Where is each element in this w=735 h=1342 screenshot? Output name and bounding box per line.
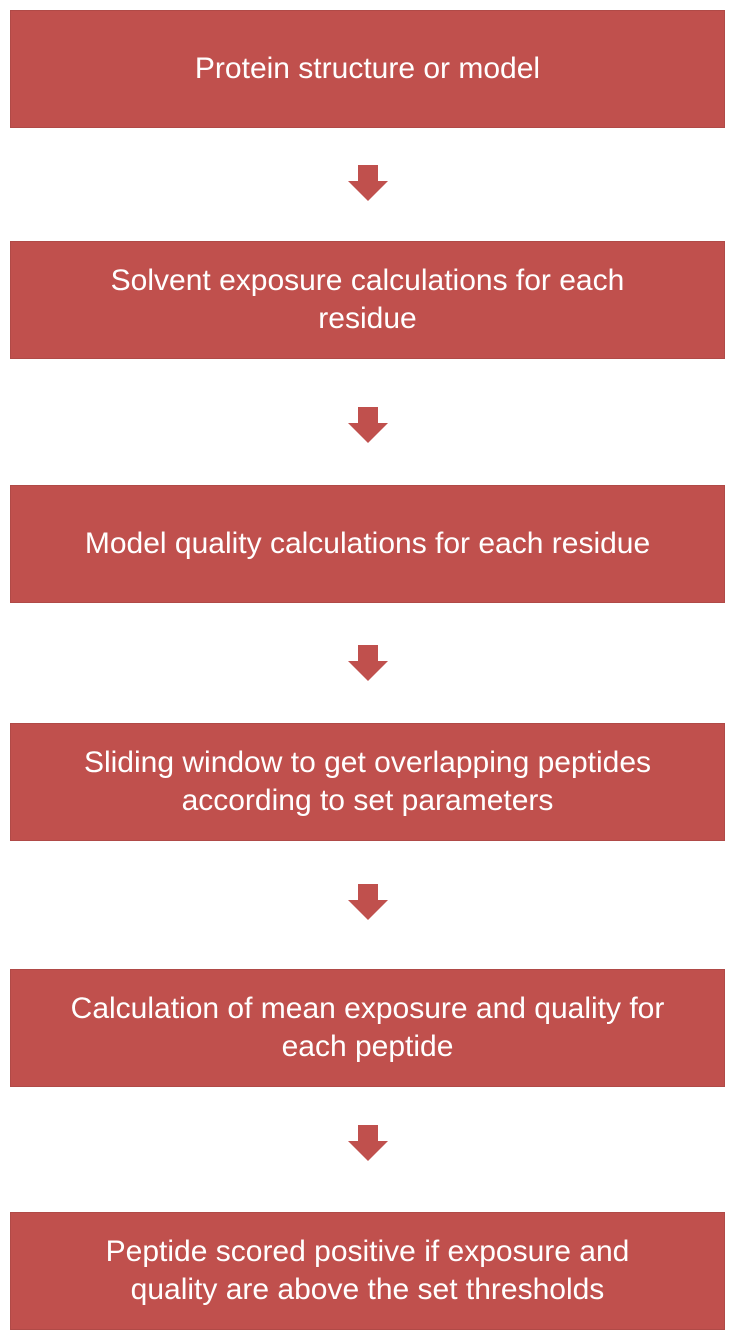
step-peptide-scoring: Peptide scored positive if exposure and … [10,1212,725,1330]
step-mean-calculation: Calculation of mean exposure and quality… [10,969,725,1087]
step-text-line: each peptide [281,1030,454,1063]
step-text-line: according to set parameters [181,784,554,817]
down-arrow-icon [348,165,388,201]
step-text-line: Calculation of mean exposure and quality… [70,992,665,1025]
step-text-line: Model quality calculations for each resi… [84,527,651,560]
down-arrow-icon [348,407,388,443]
step-text-line: Peptide scored positive if exposure and [105,1235,630,1268]
down-arrow-icon [348,645,388,681]
step-protein-structure: Protein structure or model [10,10,725,128]
step-text-line: Protein structure or model [194,52,541,85]
step-model-quality: Model quality calculations for each resi… [10,485,725,603]
step-text-line: Sliding window to get overlapping peptid… [83,746,652,779]
step-sliding-window: Sliding window to get overlapping peptid… [10,723,725,841]
step-text-line: Solvent exposure calculations for each [110,264,625,297]
down-arrow-icon [348,1125,388,1161]
step-text-line: quality are above the set thresholds [130,1273,605,1306]
down-arrow-icon [348,884,388,920]
step-text-line: residue [318,302,417,335]
step-solvent-exposure: Solvent exposure calculations for each r… [10,241,725,359]
